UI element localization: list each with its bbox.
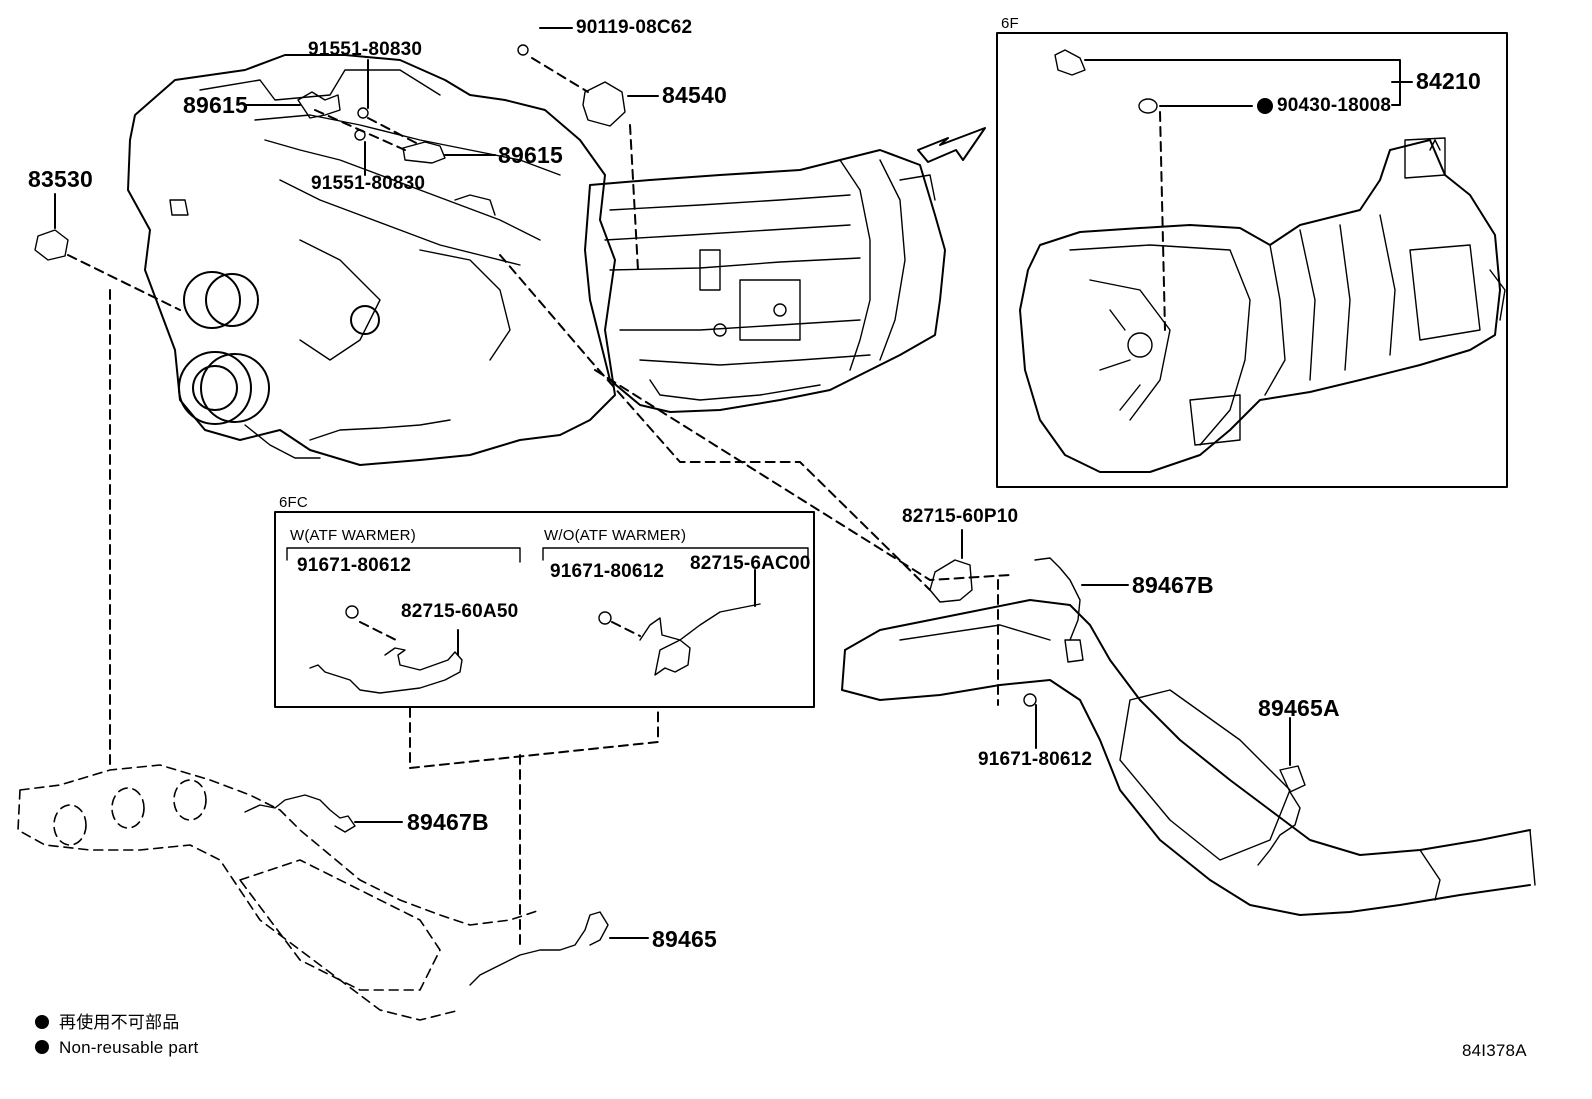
dashed-connectors (67, 57, 1166, 946)
sensor-89465 (469, 911, 609, 986)
transmission-manual (1019, 137, 1506, 473)
legend-dot-icon (35, 1015, 49, 1029)
exhaust-manifold-left (17, 764, 541, 1021)
bolt-91671-w (345, 605, 359, 619)
part-89615-right-shape (402, 141, 446, 164)
non-reusable-marker (1257, 98, 1273, 114)
box-6fc (274, 511, 815, 708)
label-89467b-left[interactable]: 89467B (407, 809, 489, 835)
sensor-89467b-left (244, 794, 356, 833)
legend-en-text: Non-reusable part (59, 1038, 199, 1057)
label-89467b-right[interactable]: 89467B (1132, 572, 1214, 598)
legend-en: Non-reusable part (35, 1039, 198, 1056)
label-89465[interactable]: 89465 (652, 926, 717, 952)
sensor-89465a-connector (1279, 765, 1306, 793)
label-91671-w[interactable]: 91671-80612 (297, 555, 412, 576)
bolt-91671-wo (598, 611, 612, 625)
direction-arrow (917, 127, 986, 163)
box-6f-caption: 6F (1001, 15, 1019, 32)
label-82715-60p10[interactable]: 82715-60P10 (902, 506, 1019, 527)
harness-82715-6ac00 (639, 603, 761, 676)
leader-lines (54, 27, 1413, 939)
bracket-w-atf (286, 547, 521, 563)
label-90119[interactable]: 90119-08C62 (576, 17, 693, 38)
bolt-90119 (517, 44, 529, 56)
caption-w-atf: W(ATF WARMER) (290, 527, 416, 544)
part-84210-shape (1054, 49, 1086, 76)
part-84540-shape (582, 81, 626, 127)
engine-block (127, 54, 616, 466)
box-6f (996, 32, 1508, 488)
sensor-89465a-wire (1257, 791, 1301, 866)
bracket-82715-60p10 (929, 559, 973, 603)
sensor-89467b-right-body (1064, 639, 1084, 663)
label-91551-top[interactable]: 91551-80830 (308, 39, 423, 60)
part-89615-left-shape (297, 91, 341, 119)
legend-dot-icon (35, 1040, 49, 1054)
label-91551-mid[interactable]: 91551-80830 (311, 173, 426, 194)
sensor-89467b-right-wire (1034, 557, 1081, 641)
label-82715-6ac00[interactable]: 82715-6AC00 (690, 553, 811, 574)
legend-jp: 再使用不可部品 (35, 1014, 179, 1031)
bolt-91551-top (357, 107, 369, 119)
diagram-code: 84I378A (1462, 1041, 1527, 1060)
gasket-90430-shape (1138, 98, 1158, 114)
bolt-91671-right (1023, 693, 1037, 707)
label-91671-wo[interactable]: 91671-80612 (550, 561, 665, 582)
caption-wo-atf: W/O(ATF WARMER) (544, 527, 687, 544)
label-84540[interactable]: 84540 (662, 82, 727, 108)
bracket-wo-atf (542, 547, 809, 563)
label-91671-right[interactable]: 91671-80612 (978, 749, 1093, 770)
label-89615-right[interactable]: 89615 (498, 142, 563, 168)
legend-jp-text: 再使用不可部品 (59, 1013, 180, 1032)
transmission-automatic (584, 149, 946, 413)
harness-82715-60a50 (309, 647, 463, 694)
exhaust-manifold-right (841, 599, 1536, 916)
label-89465a[interactable]: 89465A (1258, 695, 1340, 721)
label-82715-60a50[interactable]: 82715-60A50 (401, 601, 519, 622)
box-6fc-caption: 6FC (279, 494, 308, 511)
part-83530-shape (34, 229, 69, 261)
label-90430[interactable]: 90430-18008 (1277, 95, 1392, 116)
label-84210[interactable]: 84210 (1416, 68, 1481, 94)
label-89615-left[interactable]: 89615 (183, 92, 248, 118)
label-83530[interactable]: 83530 (28, 166, 93, 192)
